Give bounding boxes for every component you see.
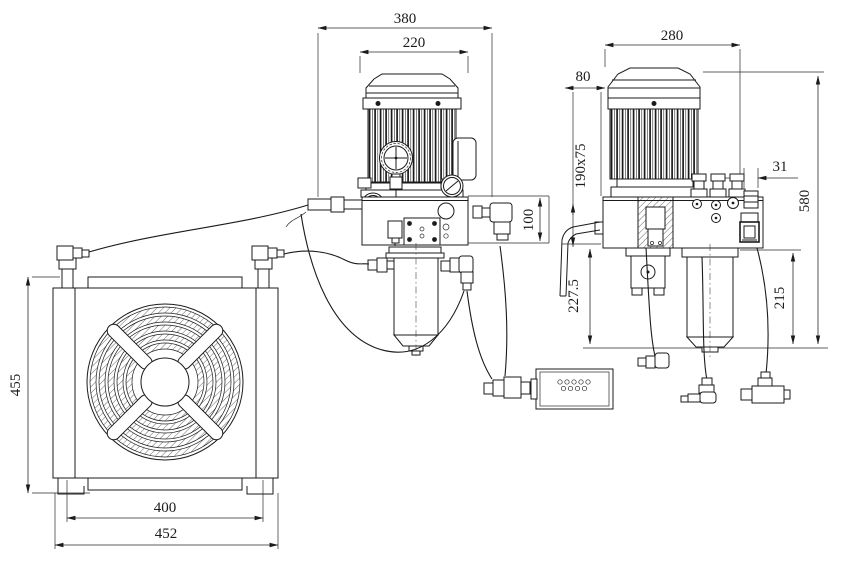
cooler-foot-left (57, 478, 85, 495)
union-fitting (483, 376, 531, 399)
motor-terminal-box (452, 137, 477, 181)
tank-manifold-front (285, 196, 513, 246)
dim-side-mount-slot-label: 190x75 (573, 144, 589, 189)
loose-fittings-front (483, 368, 614, 410)
dim-cooler-foot-span-label: 400 (154, 500, 177, 516)
dim-side-overall-height: 580 (703, 71, 824, 345)
hose-side-1 (645, 247, 656, 357)
suction-pipe (559, 221, 601, 297)
dim-cooler-overall-width-label: 452 (155, 526, 178, 542)
hose-outlet-down (499, 245, 508, 377)
hose-cooler-to-pump (88, 204, 309, 253)
dim-front-overall-width: 380 (317, 11, 493, 197)
fan-guard-braces (106, 323, 224, 441)
valve-plate (403, 217, 450, 246)
dim-side-overall-width: 280 (604, 28, 741, 196)
dim-side-overall-height-label: 580 (797, 190, 813, 213)
manifold-side (594, 173, 764, 249)
dim-front-overall-width-label: 380 (394, 11, 417, 27)
elbow-fitting-floor-2 (680, 377, 717, 404)
dim-front-motor-width-label: 220 (403, 35, 426, 51)
hose-loop-under-filter (300, 213, 465, 353)
motor-fins-front (367, 108, 457, 183)
dim-side-tank-bottom-height-label: 227.5 (566, 279, 582, 313)
loose-fittings-side (637, 352, 791, 404)
drain-wire (285, 211, 307, 228)
pump-side-view: 280 80 190x75 227.5 580 215 (559, 28, 828, 404)
dim-side-filter-height: 215 (740, 249, 801, 345)
mounting-plate (530, 368, 614, 410)
filter-inlet-fitting-left (367, 257, 395, 273)
dim-side-rear-offset-label: 80 (576, 69, 591, 85)
pump-front-view: 380 220 (285, 11, 550, 359)
cooler-foot-right (246, 478, 274, 495)
hose-side-3 (756, 247, 769, 375)
manifold-top-fittings (690, 173, 746, 198)
cooler-front-view: 455 400 452 (8, 245, 285, 549)
hose-filter-down (466, 290, 493, 380)
dim-front-outlet-height-label: 100 (521, 209, 537, 232)
dim-side-port-width-label: 31 (773, 159, 788, 175)
plate-holes (557, 379, 591, 392)
cooler-elbow-fitting-right (251, 245, 285, 289)
filter-housing-side (681, 244, 739, 358)
filter-elbow-fitting-right (440, 255, 474, 291)
dim-front-outlet-height: 100 (468, 195, 550, 244)
dim-cooler-height-label: 455 (8, 374, 24, 397)
dim-front-motor-width: 220 (359, 35, 469, 73)
outlet-elbow-fitting (472, 202, 513, 241)
dim-side-tank-bottom-height: 227.5 (562, 243, 601, 345)
fan-hub (140, 357, 190, 407)
side-hoses (645, 247, 769, 381)
motor-fins-side (609, 108, 699, 180)
dim-side-filter-height-label: 215 (772, 287, 788, 310)
dim-cooler-overall-width: 452 (54, 493, 279, 549)
side-port (594, 221, 604, 235)
level-gauge-fitting (285, 196, 363, 228)
hoses (88, 204, 508, 380)
dim-cooler-foot-span: 400 (66, 480, 264, 522)
elbow-fitting-floor-1 (637, 352, 670, 369)
electric-motor-side (607, 67, 701, 198)
dim-cooler-height: 455 (8, 276, 90, 494)
side-bracket (743, 190, 759, 209)
cooler-elbow-fitting-left (56, 245, 90, 289)
hose-cooler-to-filter (283, 250, 370, 265)
solenoid-valve (387, 220, 403, 246)
pressure-switch-block (739, 212, 760, 243)
tee-fitting-floor (740, 371, 791, 404)
hose-side-2 (701, 256, 708, 381)
dim-side-overall-width-label: 280 (661, 28, 684, 44)
dim-side-mount-slot: 190x75 (570, 92, 589, 247)
filter-housing-front (367, 243, 474, 359)
electric-motor-front (360, 73, 477, 198)
filler-breather-port (437, 202, 455, 220)
fan-guard (86, 303, 244, 461)
dim-side-rear-offset: 80 (564, 69, 606, 196)
